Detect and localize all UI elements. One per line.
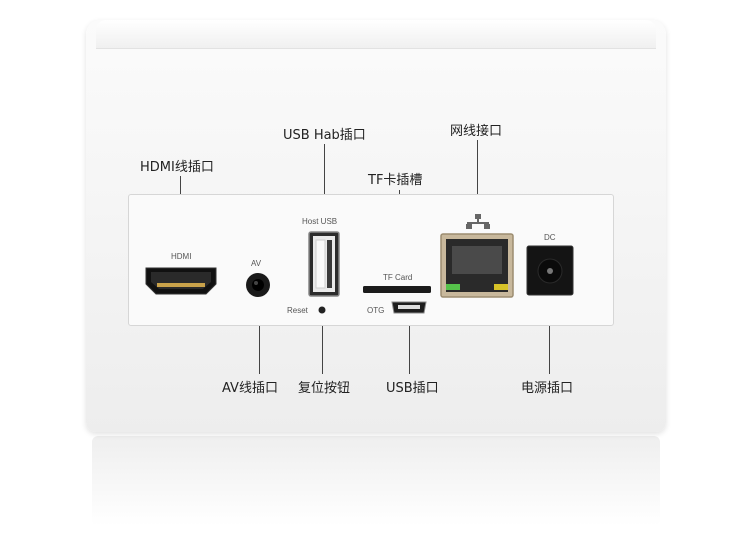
network-icon (466, 214, 490, 229)
panel-label-otg: OTG (367, 306, 385, 315)
callout-ethernet: 网线接口 (450, 124, 503, 139)
device-reflection (92, 436, 660, 526)
callout-usb: USB插口 (386, 381, 439, 396)
leader-power (549, 300, 550, 374)
otg-port (391, 301, 427, 314)
leader-reset (322, 312, 323, 374)
panel-label-hdmi: HDMI (171, 252, 192, 261)
panel-label-reset: Reset (287, 306, 308, 315)
leader-usb (409, 318, 410, 374)
leader-usb-hub (324, 144, 325, 232)
device-top (96, 20, 656, 49)
callout-usb-hub: USB Hab插口 (283, 128, 366, 143)
panel-label-tf-card: TF Card (383, 273, 413, 282)
leader-av (259, 300, 260, 374)
panel-label-av: AV (251, 259, 262, 268)
tf-card-slot (363, 286, 431, 293)
callout-hdmi: HDMI线插口 (140, 160, 214, 175)
leader-ethernet (477, 140, 478, 204)
reset-button (318, 306, 326, 314)
callout-power: 电源插口 (521, 381, 574, 396)
panel-label-host-usb: Host USB (302, 217, 338, 226)
panel-label-dc: DC (544, 233, 556, 242)
callout-reset: 复位按钮 (298, 381, 351, 396)
usb-host-port (308, 231, 340, 297)
dc-power-jack (526, 245, 574, 296)
hdmi-port (145, 267, 217, 295)
av-jack (246, 273, 270, 297)
callout-tf-slot: TF卡插槽 (368, 173, 423, 188)
ethernet-port (440, 233, 514, 298)
callout-av: AV线插口 (222, 381, 278, 396)
